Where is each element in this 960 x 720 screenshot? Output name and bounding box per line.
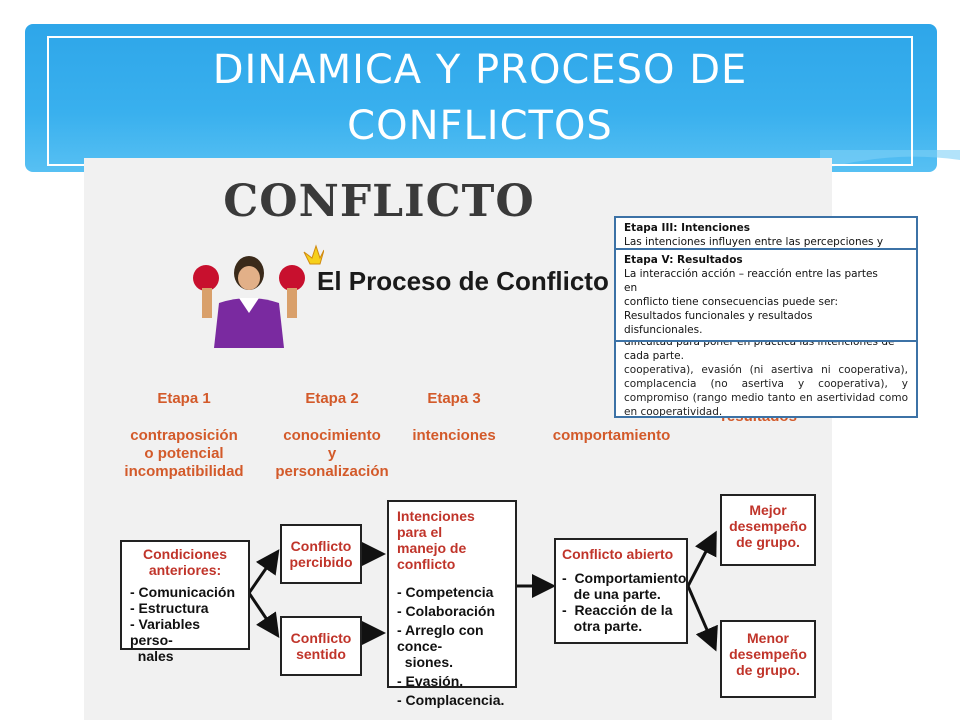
box-worse-performance: Menor desempeño de grupo. bbox=[720, 620, 816, 698]
diagram-subtitle: El Proceso de Conflicto bbox=[317, 266, 609, 296]
stage-2-label: Etapa 2 bbox=[305, 390, 359, 407]
box-intentions: Intenciones para el manejo de conflicto … bbox=[387, 500, 517, 708]
stage-4-desc: comportamiento bbox=[552, 427, 671, 444]
slide-title-line2: CONFLICTOS bbox=[347, 103, 613, 149]
stage-1-label: Etapa 1 bbox=[157, 390, 211, 407]
box-perceived-conflict: Conflicto percibido bbox=[280, 524, 362, 584]
box-felt-conflict: Conflicto sentido bbox=[280, 616, 362, 676]
note-stage5-results: Etapa V: Resultados La interacción acció… bbox=[614, 248, 918, 342]
header-band bbox=[25, 24, 937, 172]
slide-title-line1: DINAMICA Y PROCESO DE bbox=[212, 47, 748, 93]
stage-1: Etapa 1 contraposición o potencial incom… bbox=[114, 390, 254, 481]
stage-2-desc: conocimiento y personalización bbox=[275, 427, 389, 480]
boxer-figure-icon bbox=[193, 244, 324, 348]
diagram-title: CONFLICTO bbox=[223, 176, 535, 227]
decorative-wave bbox=[820, 150, 960, 170]
slide-title: DINAMICA Y PROCESO DE CONFLICTOS bbox=[47, 42, 913, 154]
stage-3-desc: intenciones bbox=[412, 427, 496, 444]
stage-2: Etapa 2 conocimiento y personalización bbox=[262, 390, 402, 481]
box-open-conflict: Conflicto abierto - Comportamiento de un… bbox=[554, 538, 688, 644]
stage-3: Etapa 3 intenciones bbox=[394, 390, 514, 445]
stage-1-desc: contraposición o potencial incompatibili… bbox=[124, 427, 244, 480]
box-better-performance: Mejor desempeño de grupo. bbox=[720, 494, 816, 566]
stage-3-label: Etapa 3 bbox=[427, 390, 481, 407]
box-prior-conditions: Condiciones anteriores: - Comunicación -… bbox=[120, 540, 250, 664]
flow-arrows bbox=[247, 530, 718, 652]
